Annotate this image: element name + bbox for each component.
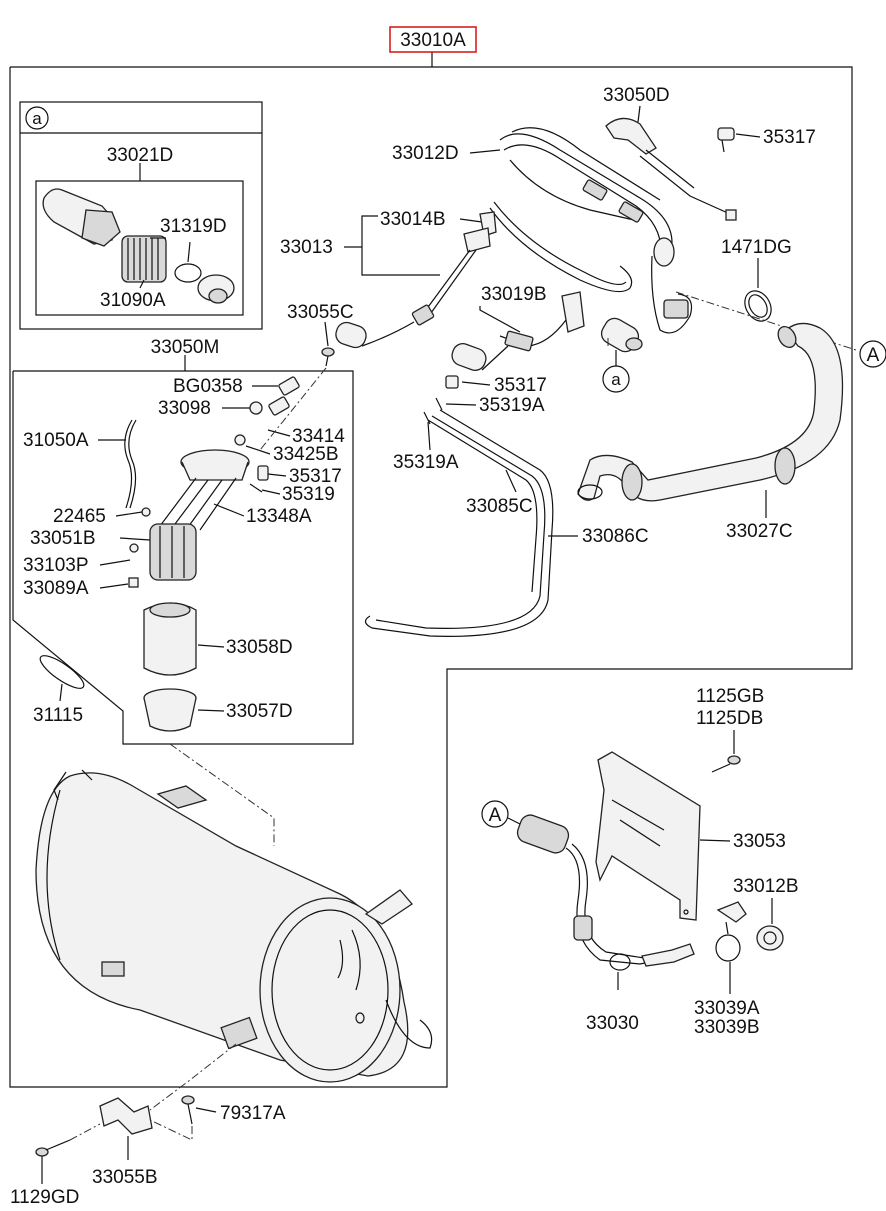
label-35319A-lower[interactable]: 35319A — [393, 452, 459, 473]
connector-BG0358-part[interactable] — [268, 376, 300, 416]
label-33050D[interactable]: 33050D — [603, 85, 670, 106]
pump-module-frame: 33050M — [12, 337, 354, 745]
callout-A-lower[interactable]: A — [489, 805, 502, 826]
callout-a-label: a — [32, 109, 42, 128]
label-33414[interactable]: 33414 — [292, 426, 345, 447]
label-33039B[interactable]: 33039B — [694, 1017, 760, 1038]
assembly-part-number[interactable]: 33010A — [389, 26, 477, 53]
label-33057D[interactable]: 33057D — [226, 701, 293, 722]
label-33013[interactable]: 33013 — [280, 237, 333, 258]
label-33425B[interactable]: 33425B — [273, 444, 339, 465]
cap-ring-33039-part[interactable] — [715, 901, 747, 962]
hose-clamp-1471DG-part[interactable] — [740, 286, 777, 326]
fitting-35317-mid-part[interactable] — [445, 375, 459, 389]
fuel-tank-body-part[interactable] — [35, 769, 433, 1083]
label-35317-pump[interactable]: 35317 — [289, 466, 342, 487]
label-33089A[interactable]: 33089A — [23, 578, 89, 599]
filter-cap-part[interactable] — [197, 274, 235, 304]
label-31115[interactable]: 31115 — [33, 705, 83, 726]
label-33086C[interactable]: 33086C — [582, 526, 649, 547]
main-assembly-frame — [9, 52, 853, 1088]
pump-flange-part[interactable] — [180, 449, 250, 481]
screw-33055C-part[interactable] — [321, 347, 335, 367]
bolt-79317A-part[interactable] — [181, 1095, 195, 1125]
label-33019B[interactable]: 33019B — [481, 284, 547, 305]
label-33012D[interactable]: 33012D — [392, 143, 459, 164]
filter-cup-part[interactable] — [143, 688, 197, 732]
label-33030[interactable]: 33030 — [586, 1013, 639, 1034]
callout-A-right[interactable]: A — [867, 345, 880, 366]
pump-body-part[interactable] — [149, 523, 197, 581]
bolt-1129GD-part[interactable] — [35, 1139, 71, 1157]
label-1125DB[interactable]: 1125DB — [696, 708, 763, 729]
o-ring-part[interactable] — [174, 263, 202, 283]
bracket-33055B-part[interactable] — [99, 1097, 153, 1135]
label-33021D[interactable]: 33021D — [107, 145, 174, 166]
label-33103P[interactable]: 33103P — [23, 555, 89, 576]
label-35319[interactable]: 35319 — [282, 484, 335, 505]
label-22465[interactable]: 22465 — [53, 506, 106, 527]
label-33055B[interactable]: 33055B — [92, 1167, 158, 1188]
filter-element-part[interactable] — [121, 235, 167, 283]
label-33012B[interactable]: 33012B — [733, 876, 799, 897]
sender-33019B-part[interactable] — [449, 291, 585, 373]
fuel-lines-33085C-33086C-part[interactable] — [364, 409, 554, 637]
svg-text:33010A: 33010A — [400, 30, 466, 51]
label-33058D[interactable]: 33058D — [226, 637, 293, 658]
fitting-35317-top-part[interactable] — [717, 127, 735, 153]
filler-neck-guard-33053-part[interactable] — [595, 751, 701, 921]
fitting-33098-part[interactable] — [249, 401, 263, 415]
label-33027C[interactable]: 33027C — [726, 521, 793, 542]
label-33055C[interactable]: 33055C — [287, 302, 354, 323]
detail-a-inset: a 33021D 31319D 31090A — [19, 101, 263, 330]
pump-tubes-part[interactable] — [159, 477, 237, 531]
label-13348A[interactable]: 13348A — [246, 506, 312, 527]
label-79317A[interactable]: 79317A — [220, 1103, 286, 1124]
label-31050A[interactable]: 31050A — [23, 430, 89, 451]
bolt-1125GB-part[interactable] — [711, 755, 741, 773]
label-33098[interactable]: 33098 — [158, 398, 211, 419]
label-33014B[interactable]: 33014B — [380, 209, 446, 230]
label-33051B[interactable]: 33051B — [30, 528, 96, 549]
return-hose-31050A[interactable] — [124, 419, 133, 509]
label-33039A[interactable]: 33039A — [694, 998, 760, 1019]
fuel-line-bundle-33012D-part[interactable] — [499, 127, 675, 267]
gasket-31115-part[interactable] — [36, 651, 88, 694]
filler-hose-33027C-part[interactable] — [577, 322, 844, 502]
grommet-33012B-part[interactable] — [756, 925, 784, 951]
label-31090A[interactable]: 31090A — [100, 290, 166, 311]
label-BG0358[interactable]: BG0358 — [173, 376, 243, 397]
label-1125GB[interactable]: 1125GB — [696, 686, 764, 707]
detail-a-reference-part[interactable] — [598, 315, 643, 356]
filler-pipe-33030-part[interactable] — [515, 812, 695, 971]
strainer-cartridge-part[interactable] — [143, 602, 197, 676]
wiring-harness-part[interactable] — [639, 149, 737, 221]
sender-cover-33050D-part[interactable] — [605, 117, 657, 155]
label-31319D[interactable]: 31319D — [160, 216, 227, 237]
label-35317-mid[interactable]: 35317 — [494, 375, 547, 396]
label-33085C[interactable]: 33085C — [466, 496, 533, 517]
label-1129GD[interactable]: 1129GD — [10, 1187, 79, 1208]
label-33053[interactable]: 33053 — [733, 831, 786, 852]
label-35317-top[interactable]: 35317 — [763, 127, 816, 148]
label-33050M[interactable]: 33050M — [151, 337, 220, 358]
label-35319A[interactable]: 35319A — [479, 395, 545, 416]
harness-loop-part[interactable] — [489, 201, 693, 334]
label-1471DG[interactable]: 1471DG — [721, 237, 792, 258]
filter-housing-part[interactable] — [42, 188, 121, 247]
callout-a-small[interactable]: a — [611, 370, 621, 389]
fuel-sender-33013-part[interactable] — [333, 211, 497, 350]
